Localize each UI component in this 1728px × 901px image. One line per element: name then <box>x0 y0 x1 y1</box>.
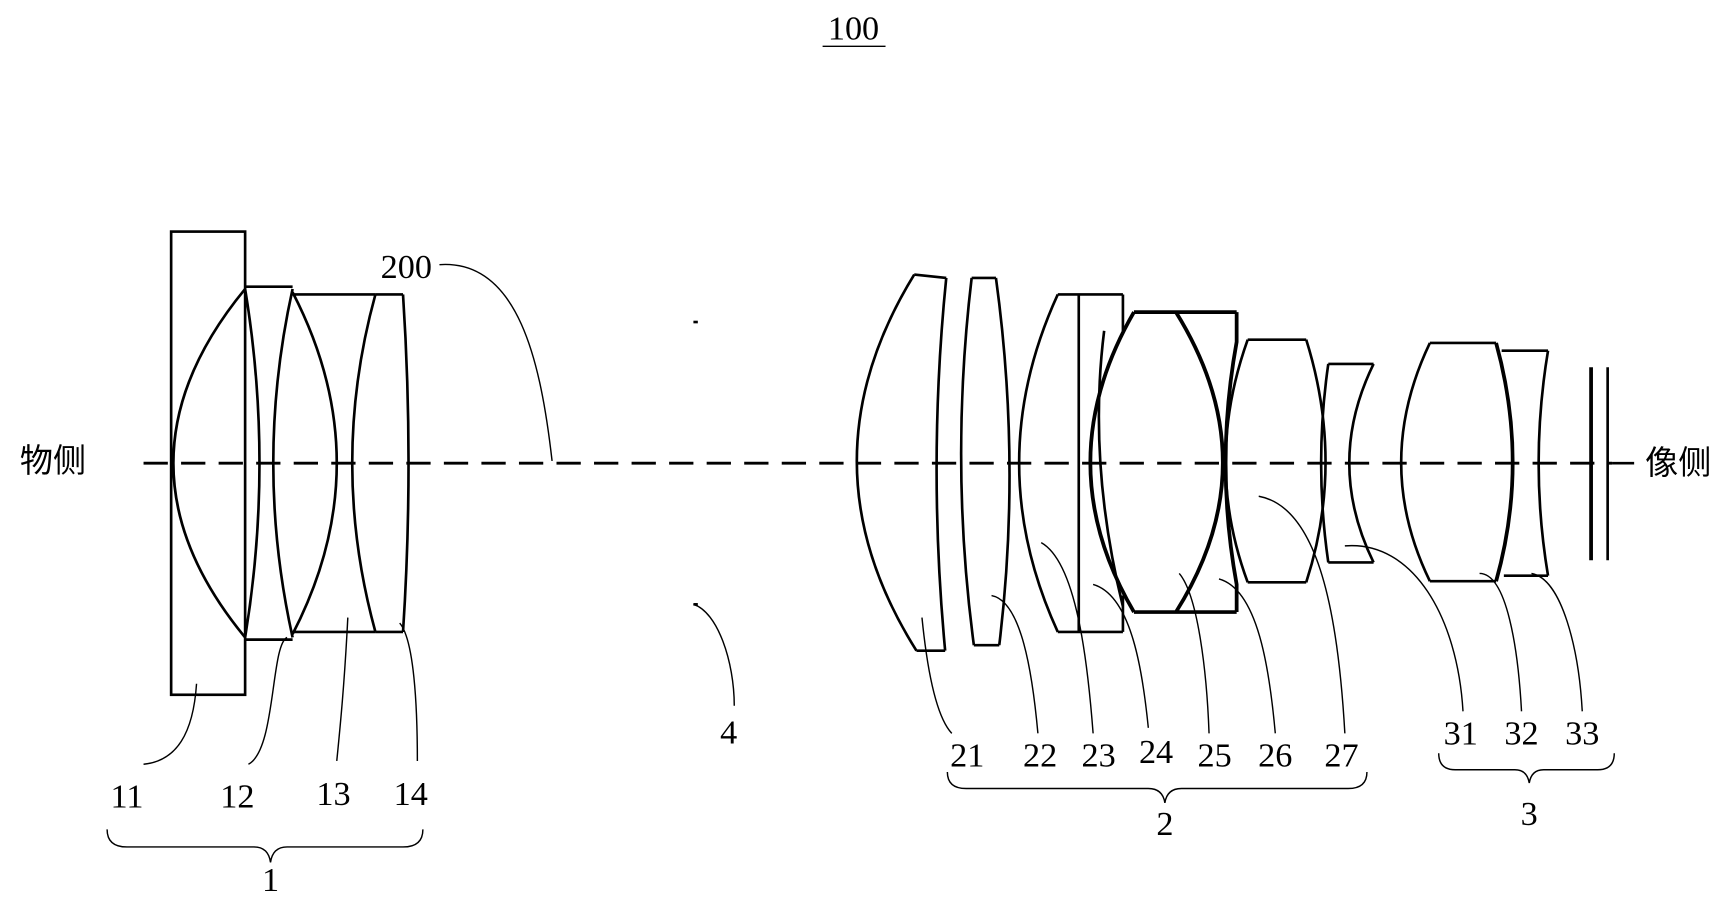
figure-title: 100 <box>828 11 879 48</box>
label-25: 25 <box>1197 737 1231 774</box>
label-group-1: 1 <box>262 862 279 899</box>
label-23: 23 <box>1082 737 1116 774</box>
image-side-label: 像侧 <box>1645 443 1711 482</box>
label-11: 11 <box>111 778 144 815</box>
label-group-2: 2 <box>1156 806 1173 843</box>
lens-31 <box>1401 343 1496 581</box>
label-32: 32 <box>1504 715 1538 752</box>
label-24: 24 <box>1139 734 1173 771</box>
label-4: 4 <box>720 714 737 751</box>
label-group-3: 3 <box>1521 796 1538 833</box>
brace-group-1 <box>107 829 423 862</box>
label-33: 33 <box>1565 715 1599 752</box>
lens-23 <box>1019 294 1123 631</box>
label-31: 31 <box>1444 715 1478 752</box>
leader-lines <box>144 264 1583 764</box>
label-13: 13 <box>316 776 350 813</box>
label-12: 12 <box>220 778 254 815</box>
label-22: 22 <box>1023 737 1057 774</box>
label-27: 27 <box>1324 737 1358 774</box>
brace-group-2 <box>947 772 1367 803</box>
object-side-label: 物侧 <box>20 441 86 480</box>
brace-group-3 <box>1439 753 1615 783</box>
label-14: 14 <box>394 776 428 813</box>
lens-22 <box>961 278 1009 645</box>
label-200: 200 <box>381 249 432 286</box>
label-21: 21 <box>950 737 984 774</box>
label-26: 26 <box>1258 737 1292 774</box>
